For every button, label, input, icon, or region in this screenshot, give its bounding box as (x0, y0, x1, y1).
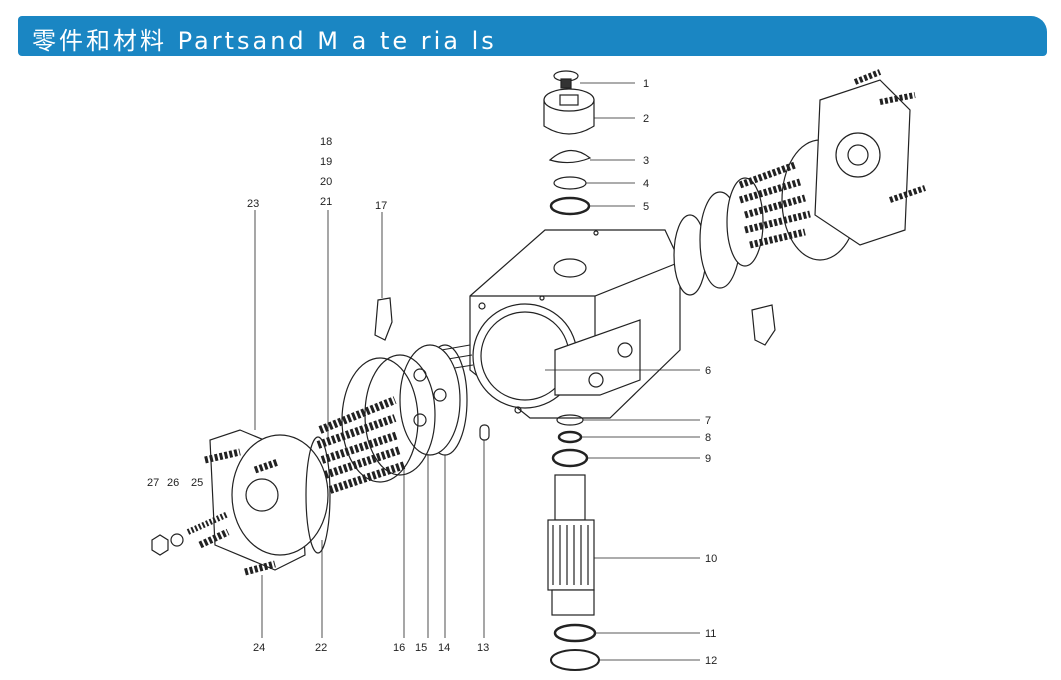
callout-4: 4 (643, 178, 649, 190)
callout-21: 21 (320, 196, 332, 208)
right-piston-assembly (673, 139, 859, 296)
callout-11: 11 (705, 628, 716, 640)
callout-25: 25 (191, 477, 203, 489)
callout-22: 22 (315, 642, 327, 654)
callout-7: 7 (705, 415, 711, 427)
callout-13: 13 (477, 642, 489, 654)
part-4-washer (553, 176, 587, 190)
part-3-clip (548, 149, 592, 164)
callout-5: 5 (643, 201, 649, 213)
part-26-washer (170, 533, 184, 547)
section-header: 零件和材料 Partsand M a te ria ls (18, 16, 1047, 56)
part-24-bolts (198, 448, 280, 576)
callout-14: 14 (438, 642, 450, 654)
springs-18-21 (316, 396, 407, 494)
part-13-pin (479, 424, 490, 441)
callout-27: 27 (147, 477, 159, 489)
callout-26: 26 (167, 477, 179, 489)
part-1-screw (553, 70, 579, 89)
part-25-stud (186, 511, 230, 535)
callout-12: 12 (705, 655, 717, 667)
callout-17: 17 (375, 200, 387, 212)
right-end-cap (814, 69, 926, 246)
callout-6: 6 (705, 365, 711, 377)
callout-16: 16 (393, 642, 405, 654)
callout-9: 9 (705, 453, 711, 465)
callout-15: 15 (415, 642, 427, 654)
callout-3: 3 (643, 155, 649, 167)
callout-24: 24 (253, 642, 265, 654)
part-2-indicator (543, 88, 595, 135)
left-piston-assembly (341, 344, 474, 483)
right-clip (751, 304, 776, 346)
part-23-end-cap (209, 429, 331, 571)
part-6-body (469, 229, 681, 419)
callout-2: 2 (643, 113, 649, 125)
part-5-ring (549, 196, 591, 216)
callout-20: 20 (320, 176, 332, 188)
part-17-clip (374, 297, 393, 341)
callout-23: 23 (247, 198, 259, 210)
section-title: 零件和材料 Partsand M a te ria ls (32, 27, 497, 55)
callout-19: 19 (320, 156, 332, 168)
callout-18: 18 (320, 136, 332, 148)
callout-1: 1 (643, 78, 649, 90)
part-10-shaft (547, 414, 600, 671)
callout-8: 8 (705, 432, 711, 444)
part-27-nut (151, 534, 169, 556)
callout-10: 10 (705, 553, 717, 565)
